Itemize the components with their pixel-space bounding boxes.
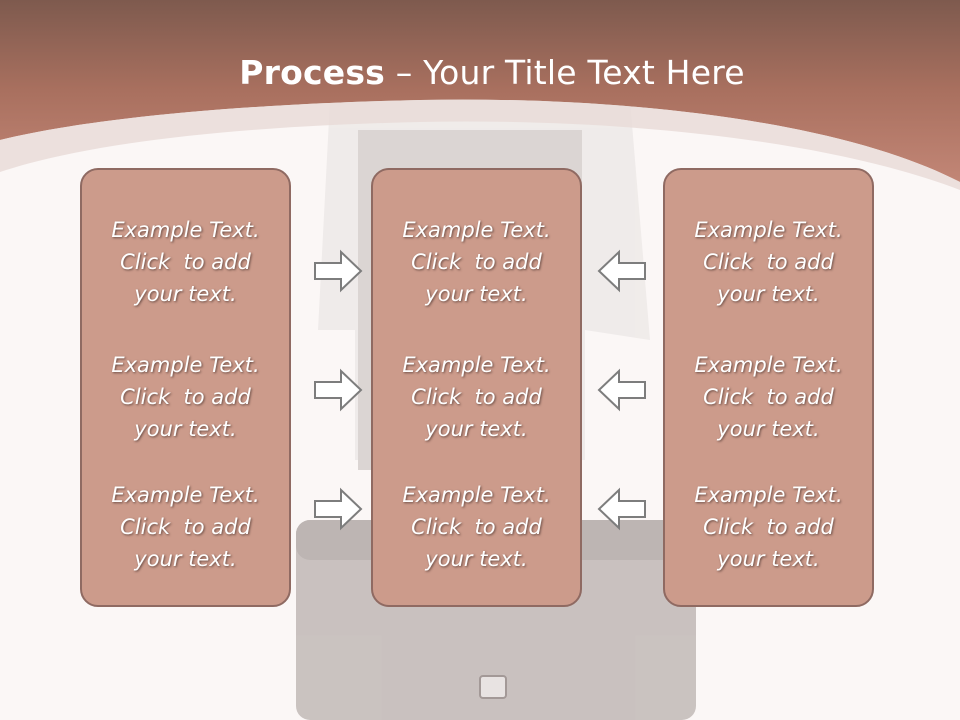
text-line: your text. <box>134 282 237 306</box>
text-block[interactable]: Example Text. Click to add your text. <box>82 349 289 445</box>
text-line: your text. <box>717 282 820 306</box>
text-line: your text. <box>425 417 528 441</box>
text-block[interactable]: Example Text. Click to add your text. <box>665 479 872 575</box>
text-block[interactable]: Example Text. Click to add your text. <box>373 479 580 575</box>
right-arrow-icon <box>314 368 363 412</box>
text-line: Example Text. <box>694 353 843 377</box>
title-rest: – Your Title Text Here <box>385 53 745 92</box>
text-line: Example Text. <box>402 218 551 242</box>
text-block[interactable]: Example Text. Click to add your text. <box>373 349 580 445</box>
text-line: Click to add <box>120 385 251 409</box>
text-line: Example Text. <box>402 483 551 507</box>
left-arrow-icon <box>597 487 646 531</box>
text-line: Example Text. <box>111 353 260 377</box>
text-block[interactable]: Example Text. Click to add your text. <box>82 214 289 310</box>
title-bold: Process <box>239 53 386 92</box>
text-line: Example Text. <box>111 483 260 507</box>
text-line: Click to add <box>703 250 834 274</box>
text-line: your text. <box>425 282 528 306</box>
text-line: your text. <box>717 417 820 441</box>
text-line: Click to add <box>703 385 834 409</box>
text-line: Click to add <box>120 250 251 274</box>
text-block[interactable]: Example Text. Click to add your text. <box>82 479 289 575</box>
text-line: Click to add <box>411 515 542 539</box>
text-line: your text. <box>425 547 528 571</box>
text-line: Example Text. <box>694 483 843 507</box>
text-block[interactable]: Example Text. Click to add your text. <box>665 214 872 310</box>
text-line: your text. <box>134 547 237 571</box>
text-line: your text. <box>717 547 820 571</box>
left-arrow-icon <box>597 368 646 412</box>
process-box-left[interactable]: Example Text. Click to add your text. Exam… <box>80 168 291 607</box>
left-arrow-icon <box>597 249 646 293</box>
text-block[interactable]: Example Text. Click to add your text. <box>373 214 580 310</box>
text-line: Example Text. <box>694 218 843 242</box>
text-line: Example Text. <box>402 353 551 377</box>
process-box-right[interactable]: Example Text. Click to add your text. Exam… <box>663 168 874 607</box>
text-line: Click to add <box>411 250 542 274</box>
text-line: Click to add <box>703 515 834 539</box>
page-title[interactable]: Process – Your Title Text Here <box>0 50 960 96</box>
text-line: Click to add <box>120 515 251 539</box>
process-box-center[interactable]: Example Text. Click to add your text. Exam… <box>371 168 582 607</box>
text-line: your text. <box>134 417 237 441</box>
right-arrow-icon <box>314 487 363 531</box>
header-swoosh <box>0 99 960 190</box>
text-block[interactable]: Example Text. Click to add your text. <box>665 349 872 445</box>
text-line: Click to add <box>411 385 542 409</box>
right-arrow-icon <box>314 249 363 293</box>
header-band <box>0 0 960 182</box>
text-line: Example Text. <box>111 218 260 242</box>
